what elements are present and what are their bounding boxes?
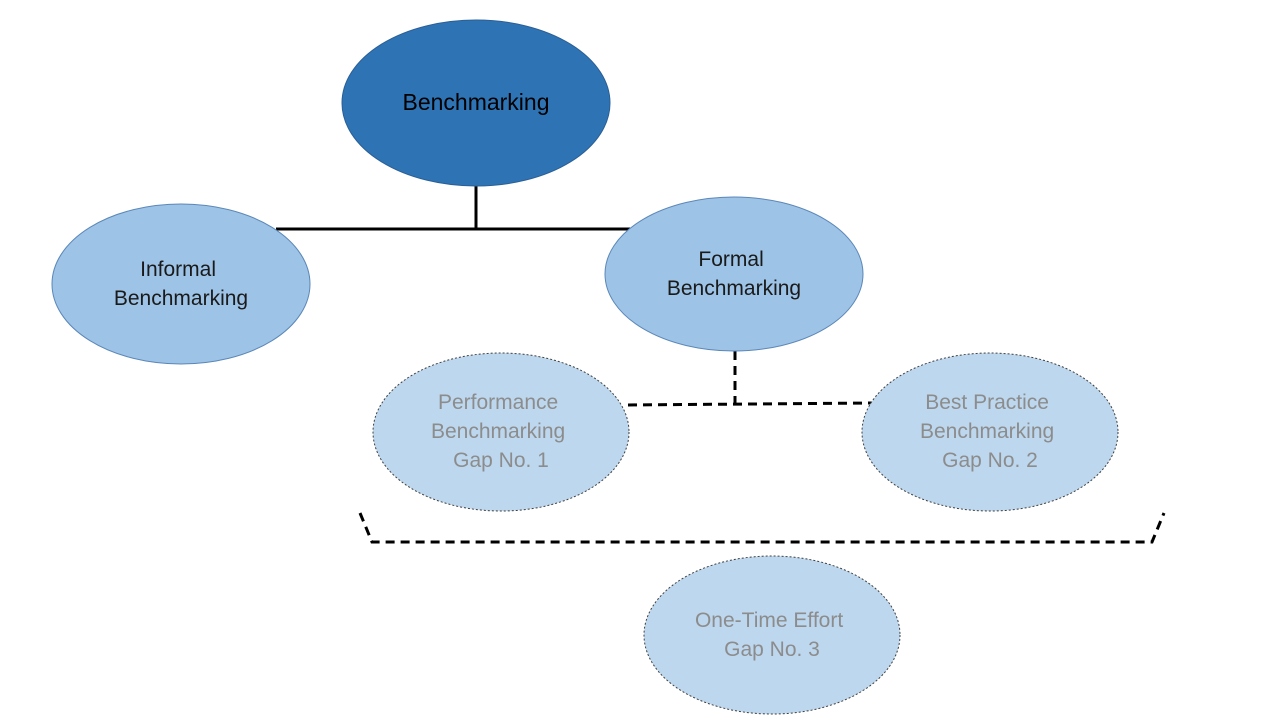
node-formal-benchmarking[interactable]: Formal Benchmarking <box>604 196 864 352</box>
node-informal-benchmarking-shape <box>51 203 311 365</box>
node-performance-benchmarking-shape <box>372 352 630 512</box>
node-best-practice-benchmarking[interactable]: Best Practice Benchmarking Gap No. 2 <box>861 352 1119 512</box>
node-best-practice-benchmarking-shape <box>861 352 1119 512</box>
node-informal-benchmarking-label: Informal Benchmarking <box>114 258 248 310</box>
node-one-time-effort[interactable]: One-Time Effort Gap No. 3 <box>643 555 901 715</box>
node-formal-benchmarking-label: Formal Benchmarking <box>667 248 801 300</box>
node-one-time-effort-label-line: Gap No. 3 <box>724 638 820 661</box>
node-benchmarking-label: Benchmarking <box>402 89 549 115</box>
bracket-dashed-connector <box>358 512 1166 544</box>
node-informal-benchmarking-label-line: Informal <box>140 258 216 281</box>
node-formal-benchmarking-label-line: Benchmarking <box>667 277 801 300</box>
dashed-connectors <box>358 351 1166 544</box>
node-one-time-effort-label-line: One-Time Effort <box>695 609 843 632</box>
node-performance-benchmarking-label-line: Benchmarking <box>431 420 565 443</box>
node-best-practice-benchmarking-label-line: Best Practice <box>925 391 1049 414</box>
node-performance-benchmarking-label: Performance Benchmarking Gap No. 1 <box>431 391 571 472</box>
node-benchmarking-label-line: Benchmarking <box>402 89 549 115</box>
node-informal-benchmarking-label-line: Benchmarking <box>114 287 248 310</box>
node-benchmarking-shape <box>341 19 611 187</box>
node-formal-benchmarking-label-line: Formal <box>698 248 763 271</box>
node-one-time-effort-shape <box>643 555 901 715</box>
node-performance-benchmarking[interactable]: Performance Benchmarking Gap No. 1 <box>372 352 630 512</box>
level2-horizontal-dashed-connector <box>627 401 873 407</box>
node-best-practice-benchmarking-label-line: Benchmarking <box>920 420 1054 443</box>
node-benchmarking[interactable]: Benchmarking <box>341 19 611 187</box>
node-performance-benchmarking-label-line: Gap No. 1 <box>453 449 549 472</box>
node-best-practice-benchmarking-label-line: Gap No. 2 <box>942 449 1038 472</box>
node-performance-benchmarking-label-line: Performance <box>438 391 558 414</box>
connectors <box>276 186 630 231</box>
node-one-time-effort-label: One-Time Effort Gap No. 3 <box>695 609 849 661</box>
node-formal-benchmarking-shape <box>604 196 864 352</box>
node-informal-benchmarking[interactable]: Informal Benchmarking <box>51 203 311 365</box>
node-best-practice-benchmarking-label: Best Practice Benchmarking Gap No. 2 <box>920 391 1060 472</box>
